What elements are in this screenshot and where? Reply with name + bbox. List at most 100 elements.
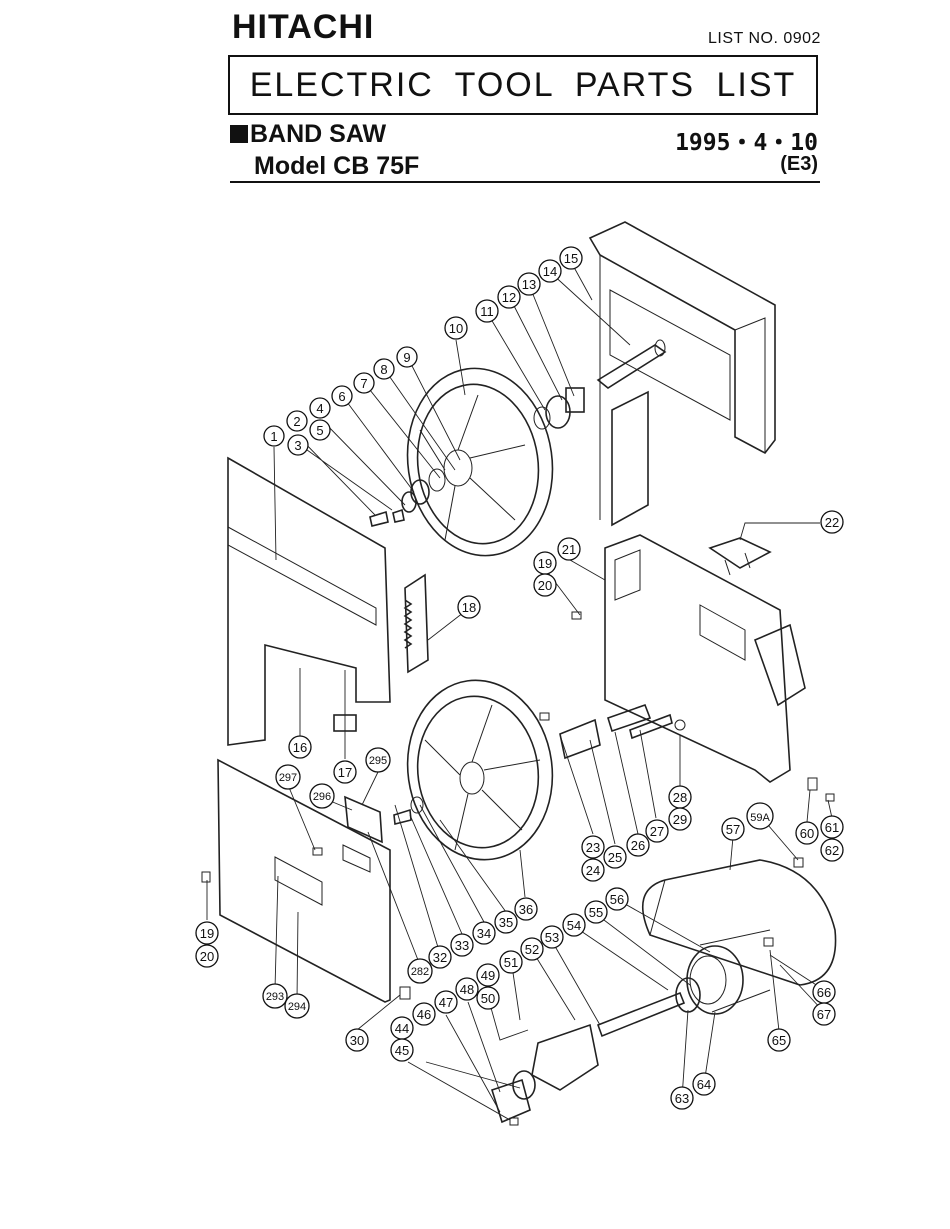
callout-53: 53 <box>540 925 564 949</box>
callout-14: 14 <box>538 259 562 283</box>
svg-text:22: 22 <box>825 515 839 530</box>
callout-50: 50 <box>476 986 500 1010</box>
pulley-assembly <box>675 929 771 1015</box>
svg-text:12: 12 <box>502 290 516 305</box>
callout-55: 55 <box>584 900 608 924</box>
callout-12: 12 <box>497 285 521 309</box>
rear-housing-upper <box>588 221 776 520</box>
svg-text:8: 8 <box>380 362 387 377</box>
svg-text:6: 6 <box>338 389 345 404</box>
revision-code: (E3) <box>780 153 818 175</box>
svg-text:295: 295 <box>369 755 387 767</box>
svg-text:20: 20 <box>200 949 214 964</box>
callout-282: 282 <box>407 958 433 984</box>
callout-18: 18 <box>457 595 481 619</box>
svg-text:66: 66 <box>817 985 831 1000</box>
svg-text:19: 19 <box>200 926 214 941</box>
document-title: ELECTRIC TOOL PARTS LIST <box>249 65 797 104</box>
callout-26: 26 <box>626 833 650 857</box>
svg-text:9: 9 <box>403 350 410 365</box>
callout-28: 28 <box>668 785 692 809</box>
callout-1: 1 <box>263 425 285 447</box>
svg-text:64: 64 <box>697 1077 711 1092</box>
svg-text:23: 23 <box>586 840 600 855</box>
svg-text:25: 25 <box>608 850 622 865</box>
svg-text:3: 3 <box>294 438 301 453</box>
callout-10: 10 <box>444 316 468 340</box>
callout-66: 66 <box>812 980 836 1004</box>
callout-294: 294 <box>284 993 310 1019</box>
callout-16: 16 <box>288 735 312 759</box>
svg-text:5: 5 <box>316 423 323 438</box>
saw-blade <box>403 573 429 674</box>
callout-17: 17 <box>333 760 357 784</box>
model-name: Model CB 75F <box>254 152 420 180</box>
callout-56: 56 <box>605 887 629 911</box>
svg-text:10: 10 <box>449 321 463 336</box>
svg-text:32: 32 <box>433 950 447 965</box>
callout-20-upper: 20 <box>533 573 557 597</box>
callout-34: 34 <box>472 921 496 945</box>
svg-text:26: 26 <box>631 838 645 853</box>
svg-text:17: 17 <box>338 765 352 780</box>
svg-text:49: 49 <box>481 968 495 983</box>
callout-297: 297 <box>275 764 301 790</box>
svg-text:65: 65 <box>772 1033 786 1048</box>
callout-52: 52 <box>520 937 544 961</box>
callout-49: 49 <box>476 963 500 987</box>
upper-shaft <box>596 339 667 389</box>
front-cover <box>227 456 391 746</box>
callout-15: 15 <box>559 246 583 270</box>
callout-295: 295 <box>365 747 391 773</box>
callout-7: 7 <box>353 372 375 394</box>
svg-text:63: 63 <box>675 1091 689 1106</box>
lower-front-cover <box>217 758 391 1003</box>
callout-5: 5 <box>309 419 331 441</box>
svg-text:45: 45 <box>395 1043 409 1058</box>
svg-text:52: 52 <box>525 942 539 957</box>
callout-296: 296 <box>309 783 335 809</box>
callout-24: 24 <box>581 858 605 882</box>
svg-text:14: 14 <box>543 264 557 279</box>
svg-text:36: 36 <box>519 902 533 917</box>
svg-text:48: 48 <box>460 982 474 997</box>
svg-text:62: 62 <box>825 843 839 858</box>
svg-text:294: 294 <box>288 1001 306 1013</box>
callout-27: 27 <box>645 819 669 843</box>
callout-46: 46 <box>412 1002 436 1026</box>
callout-47: 47 <box>434 990 458 1014</box>
svg-text:67: 67 <box>817 1007 831 1022</box>
svg-text:7: 7 <box>360 376 367 391</box>
svg-text:16: 16 <box>293 740 307 755</box>
callout-22: 22 <box>820 510 844 534</box>
svg-text:46: 46 <box>417 1007 431 1022</box>
svg-text:55: 55 <box>589 905 603 920</box>
svg-text:60: 60 <box>800 826 814 841</box>
svg-text:50: 50 <box>481 991 495 1006</box>
lower-hub-parts <box>393 796 424 825</box>
callout-25: 25 <box>603 845 627 869</box>
issue-date: 1995・4・10 <box>675 130 818 156</box>
svg-text:2: 2 <box>293 414 300 429</box>
svg-text:29: 29 <box>673 812 687 827</box>
callout-33: 33 <box>450 933 474 957</box>
callout-29: 29 <box>668 807 692 831</box>
upper-bracket <box>533 387 585 430</box>
svg-text:54: 54 <box>567 918 581 933</box>
product-name: BAND SAW <box>230 120 386 149</box>
callout-20-lower: 20 <box>195 944 219 968</box>
middle-housing <box>604 534 806 783</box>
svg-text:34: 34 <box>477 926 491 941</box>
leader-lines <box>206 259 833 1121</box>
svg-text:296: 296 <box>313 791 331 803</box>
callout-63: 63 <box>670 1086 694 1110</box>
svg-text:1: 1 <box>270 429 277 444</box>
motor-shaft-assembly <box>491 991 686 1124</box>
lower-wheel <box>406 679 554 861</box>
callout-44: 44 <box>390 1016 414 1040</box>
callout-2: 2 <box>286 410 308 432</box>
callout-36: 36 <box>514 897 538 921</box>
callout-51: 51 <box>499 950 523 974</box>
svg-text:11: 11 <box>480 304 494 319</box>
